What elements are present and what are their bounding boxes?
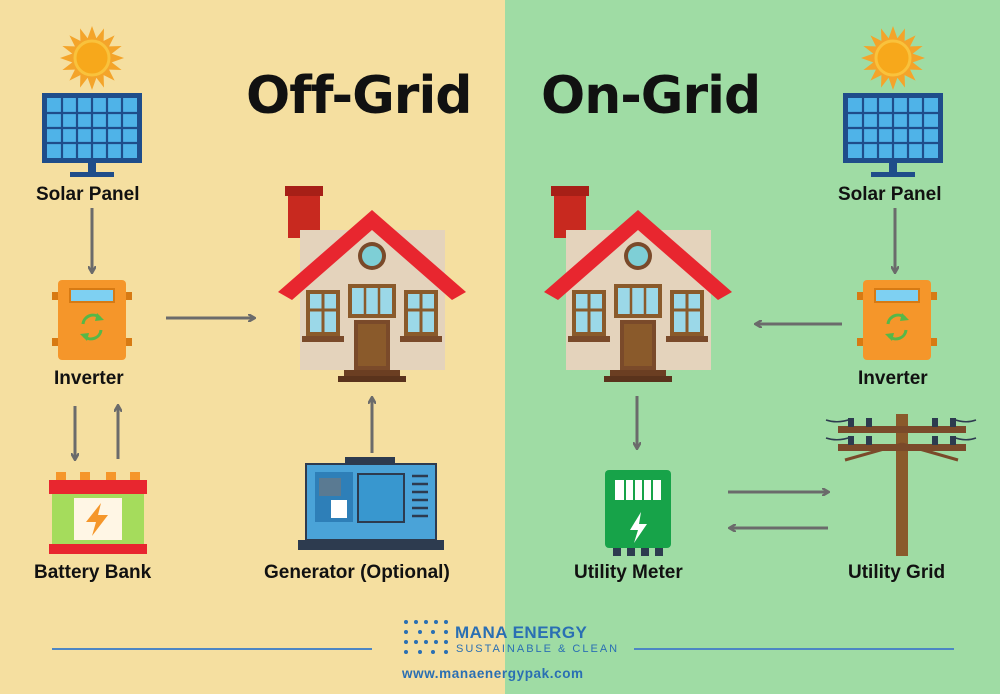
utility-meter-icon: [605, 470, 671, 556]
label-solar-panel-offgrid: Solar Panel: [36, 184, 140, 205]
generator-icon: [298, 457, 444, 550]
sun-icon-offgrid: [58, 24, 126, 92]
brand-tagline: SUSTAINABLE & CLEAN: [456, 643, 620, 655]
brand-name: MANA ENERGY: [455, 623, 588, 642]
on-grid-title: On-Grid: [541, 66, 761, 126]
label-inverter-offgrid: Inverter: [54, 368, 124, 389]
inverter-icon-ongrid: [855, 278, 939, 362]
label-inverter-ongrid: Inverter: [858, 368, 928, 389]
house-icon-offgrid: [276, 184, 468, 384]
sun-icon-ongrid: [859, 24, 927, 92]
house-icon-ongrid: [542, 184, 734, 384]
label-solar-panel-ongrid: Solar Panel: [838, 184, 942, 205]
solar-panel-icon-offgrid: [40, 91, 144, 179]
battery-bank-icon: [49, 472, 147, 554]
label-battery-bank: Battery Bank: [34, 562, 152, 583]
label-generator: Generator (Optional): [264, 562, 450, 583]
solar-panel-icon-ongrid: [841, 91, 945, 179]
inverter-icon-offgrid: [50, 278, 134, 362]
brand-url[interactable]: www.manaenergypak.com: [402, 666, 584, 681]
utility-pole-icon: [825, 414, 977, 556]
footer-divider-left: [52, 648, 372, 650]
label-utility-meter: Utility Meter: [574, 562, 683, 583]
mana-energy-logo-icon: [404, 620, 448, 654]
footer-divider-right: [634, 648, 954, 650]
label-utility-grid: Utility Grid: [848, 562, 946, 583]
off-grid-title: Off-Grid: [246, 66, 472, 126]
